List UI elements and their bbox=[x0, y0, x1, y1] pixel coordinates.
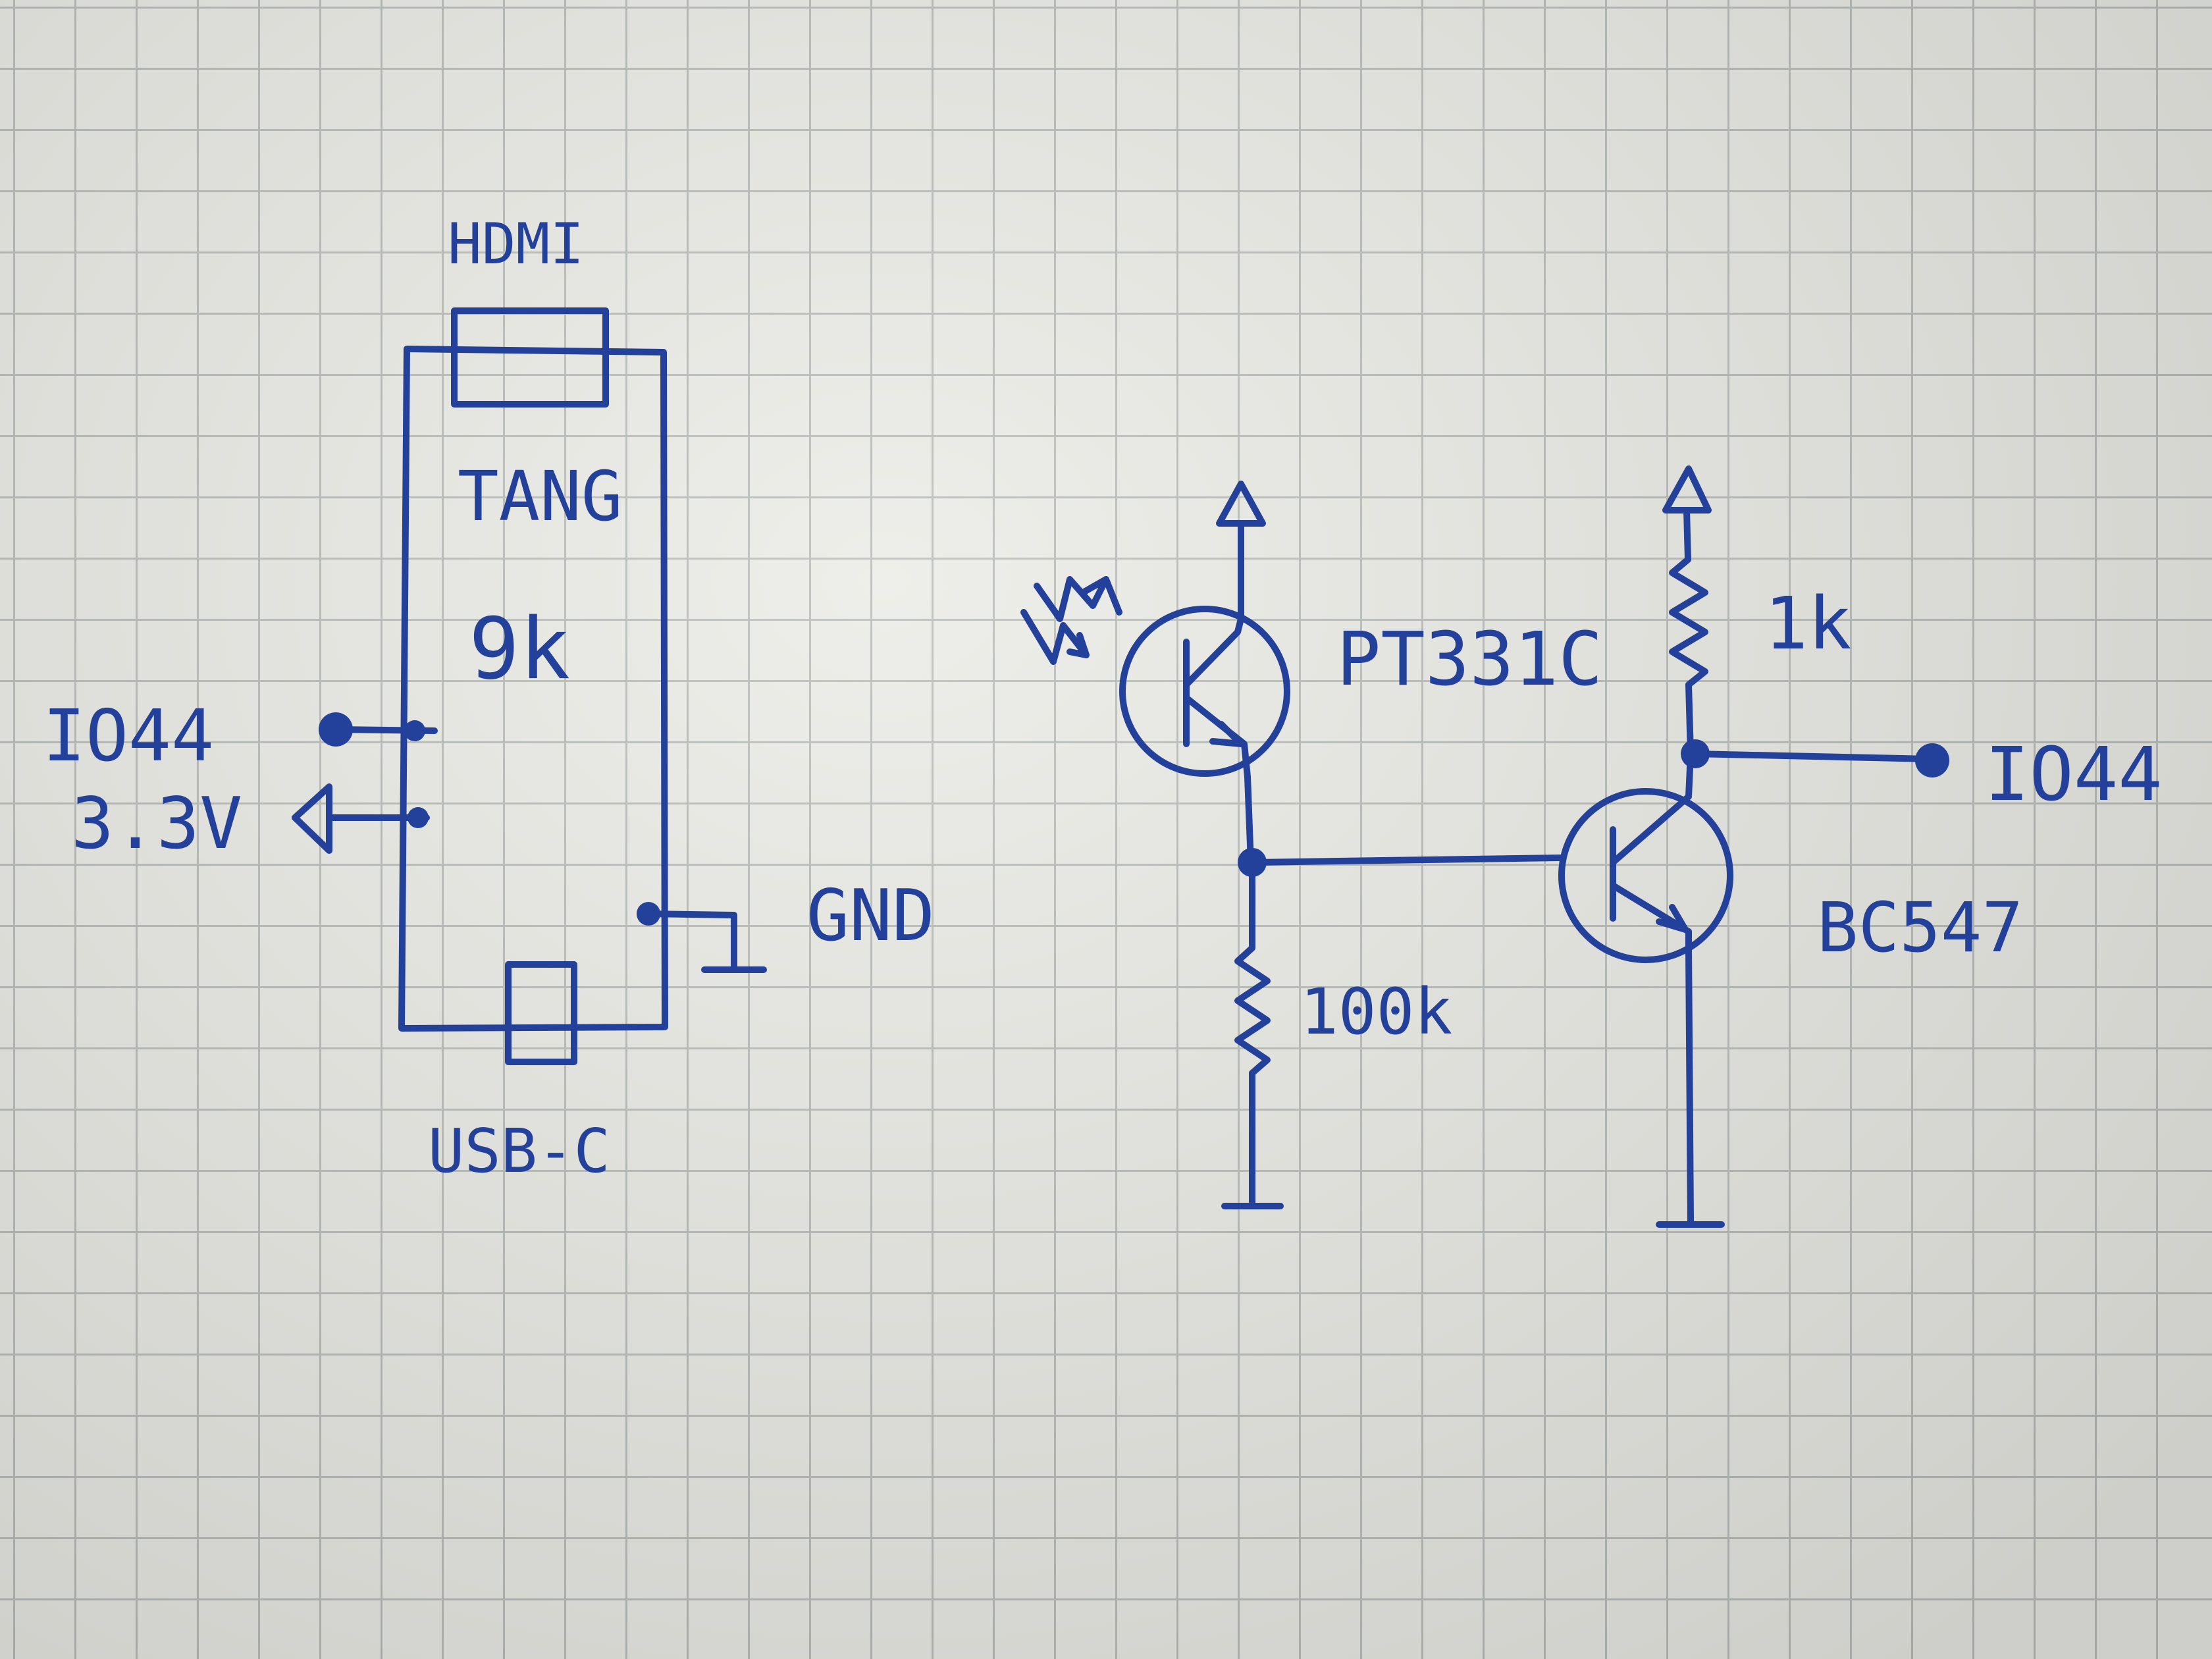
light-ray-lower bbox=[1020, 609, 1090, 665]
phototransistor-body bbox=[1119, 606, 1290, 777]
output-io44-label: IO44 bbox=[1985, 732, 2163, 818]
board-io44-label: IO44 bbox=[43, 695, 214, 777]
hdmi-label: HDMI bbox=[448, 211, 584, 277]
transistor-body bbox=[1558, 788, 1733, 963]
power-pin-junction bbox=[408, 807, 429, 828]
pullup-resistor bbox=[1669, 507, 1708, 757]
board-3v3-label: 3.3V bbox=[71, 783, 242, 865]
sensor-circuit: PT331C 100k 1k IO44 BC547 bbox=[1020, 465, 2163, 1228]
phototransistor-emitter-arrow bbox=[1209, 721, 1244, 747]
transistor-supply-arrow bbox=[1662, 465, 1712, 514]
board-name-label: TANG bbox=[458, 456, 622, 537]
phototransistor-label: PT331C bbox=[1336, 617, 1603, 702]
hdmi-connector bbox=[451, 307, 609, 408]
board-size-label: 9k bbox=[469, 600, 570, 698]
transistor-collector bbox=[1610, 750, 1694, 866]
usb-c-label: USB-C bbox=[428, 1116, 610, 1186]
io44-pin-junction bbox=[404, 720, 425, 741]
pullup-resistor-label: 1k bbox=[1764, 581, 1851, 666]
board-outline bbox=[398, 346, 668, 1032]
transistor-label: BC547 bbox=[1817, 887, 2023, 968]
gnd-label: GND bbox=[806, 875, 935, 957]
transistor-emitter-arrow bbox=[1656, 904, 1689, 933]
phototransistor-supply-arrow bbox=[1216, 481, 1266, 527]
io44-pin-terminal bbox=[319, 712, 353, 747]
output-wire bbox=[1692, 750, 1936, 762]
pulldown-resistor-label: 100k bbox=[1300, 975, 1452, 1049]
phototransistor-collector bbox=[1183, 616, 1244, 688]
light-ray-upper bbox=[1034, 576, 1122, 622]
base-link-wire bbox=[1249, 855, 1564, 866]
power-arrow-symbol bbox=[292, 783, 332, 854]
usb-c-connector bbox=[505, 961, 577, 1065]
pulldown-resistor bbox=[1234, 859, 1271, 1208]
output-terminal bbox=[1915, 743, 1949, 777]
gnd-pin-wire bbox=[645, 910, 737, 971]
fpga-board: HDMI TANG 9k USB-C IO44 3.3V GND bbox=[43, 211, 935, 1186]
transistor-emitter-wire bbox=[1685, 928, 1694, 1224]
